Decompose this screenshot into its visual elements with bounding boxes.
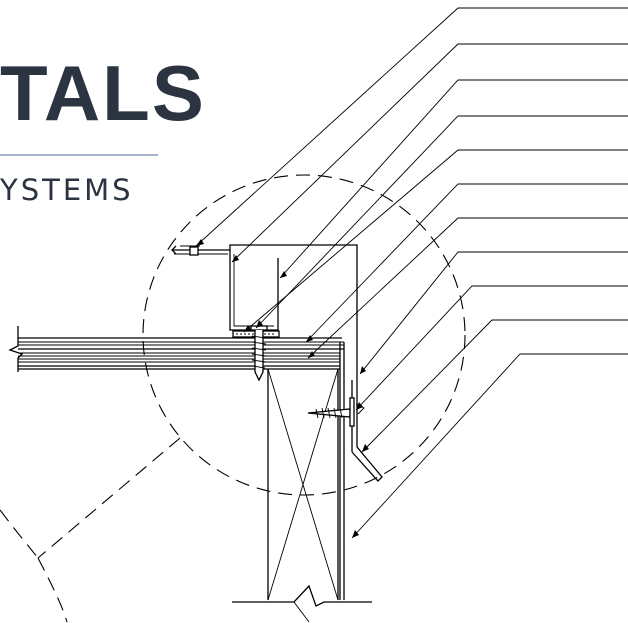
brand-subtitle: YSTEMS bbox=[0, 173, 134, 207]
callout-leader-2 bbox=[231, 43, 628, 263]
callout-leader-4 bbox=[255, 115, 628, 329]
outline-dash-2 bbox=[0, 509, 39, 559]
callout-leader-10 bbox=[361, 319, 628, 453]
callout-leader-11 bbox=[351, 353, 628, 539]
callout-leader-6 bbox=[305, 183, 628, 343]
callout-leader-7 bbox=[307, 217, 628, 359]
callout-leader-3 bbox=[279, 79, 628, 279]
callout-leader-8 bbox=[359, 251, 628, 375]
callout-leaders bbox=[195, 7, 628, 539]
bottom-break-tail bbox=[293, 601, 310, 623]
detail-circle bbox=[142, 174, 466, 496]
wood-blocking bbox=[267, 342, 345, 601]
callout-leader-5 bbox=[243, 149, 628, 333]
fascia bbox=[351, 380, 383, 482]
bottom-break bbox=[232, 584, 372, 607]
callout-leader-9 bbox=[355, 285, 628, 411]
brand-title: TALS bbox=[0, 49, 206, 137]
fascia-screw bbox=[307, 397, 365, 427]
outline-dash-1 bbox=[37, 437, 181, 559]
callout-arrowheads bbox=[196, 239, 369, 538]
callout-leader-1 bbox=[195, 7, 628, 247]
roof-deck bbox=[8, 326, 344, 372]
outline-dash-3 bbox=[37, 557, 68, 623]
